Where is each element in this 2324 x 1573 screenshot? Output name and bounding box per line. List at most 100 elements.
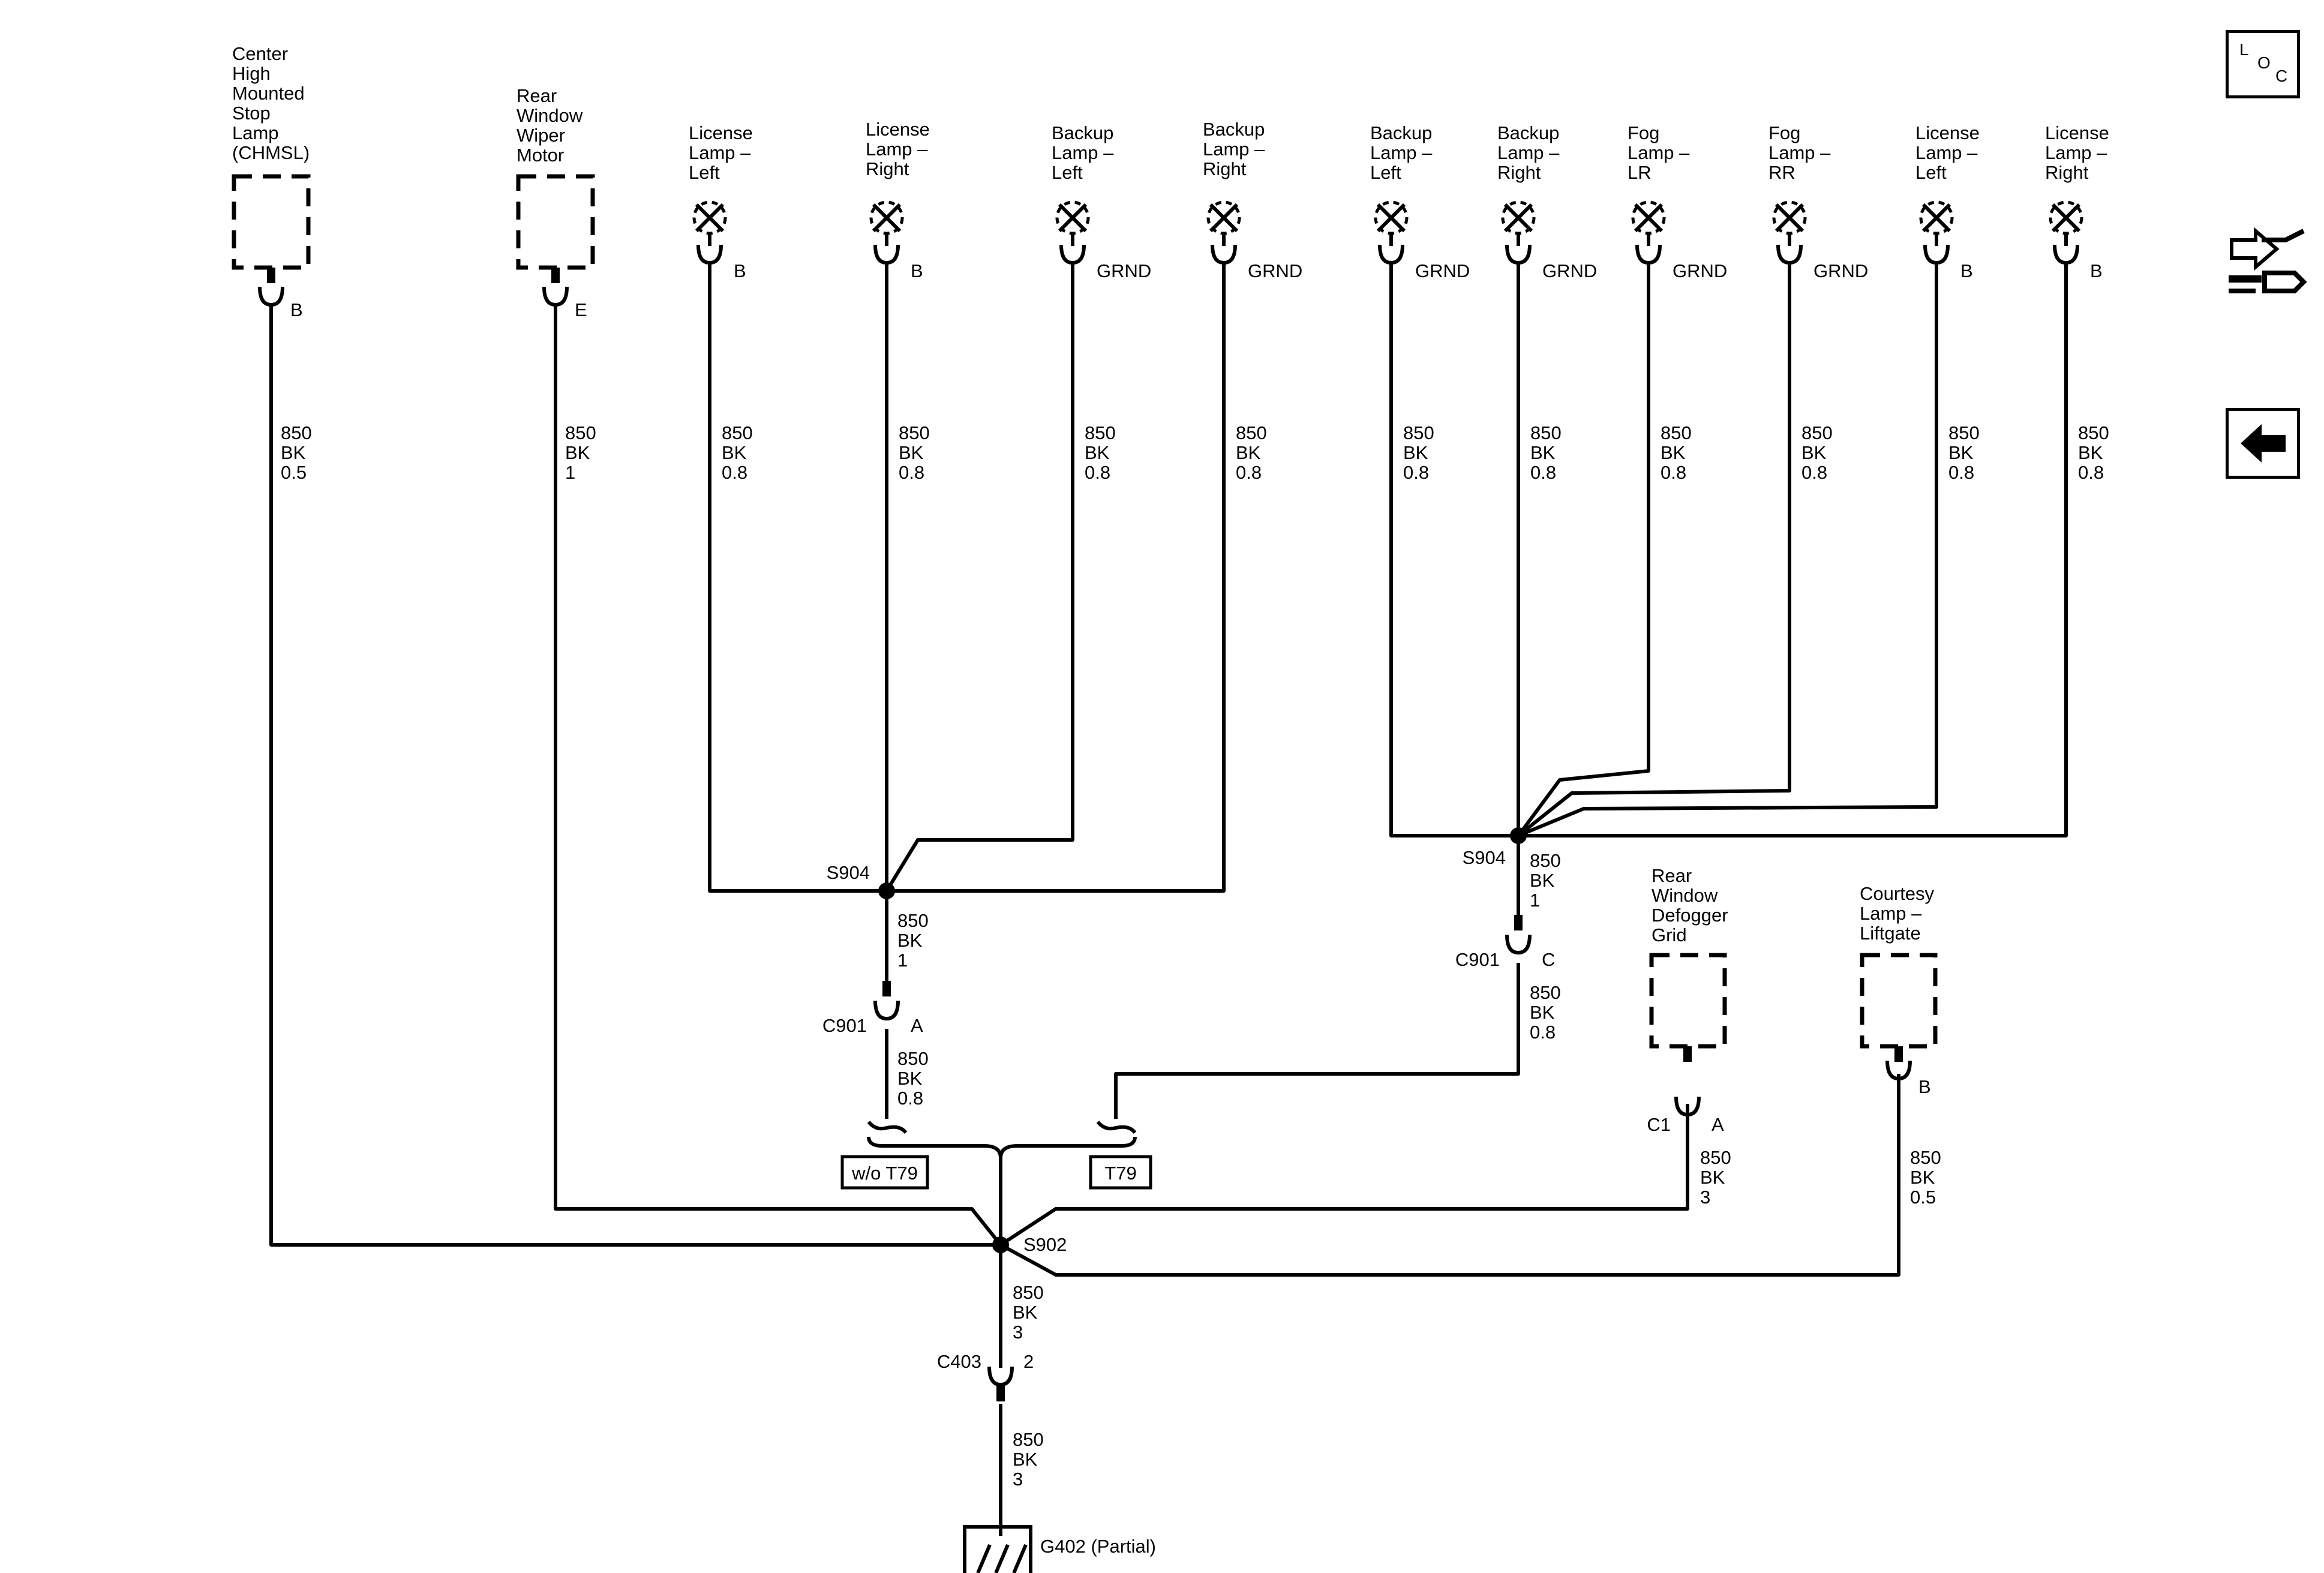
back-arrow-icon [2241,424,2286,463]
backup_left_2-connector [1378,244,1404,265]
back-button[interactable] [2226,408,2300,479]
chmsl-plug [267,268,275,283]
location-button[interactable]: L O C [2226,30,2300,98]
c1-connector [1674,1096,1701,1117]
fog_lr-lamp-icon [1631,200,1666,235]
loc-letter-o: O [2257,53,2271,72]
c901-left-pin: A [911,1015,923,1036]
chmsl-connector [258,286,284,307]
backup_left_1-pin: GRND [1097,260,1151,281]
defogger-plug [1683,1046,1692,1062]
backup_right_1-connector [1211,244,1237,265]
s902-splice [992,1236,1009,1253]
option-without-t79-box [840,1155,929,1190]
c901-right-plug [1514,915,1523,930]
c901-left-plug [882,981,891,996]
backup_right_2-connector [1505,244,1532,265]
option-t79-box [1089,1155,1152,1190]
courtesy-plug [1894,1046,1903,1062]
license_right_1-pin: B [911,260,923,281]
license_right_2-lamp-icon [2049,200,2083,235]
wire-option-tail-right [1096,1121,1137,1134]
fog_rr-pin: GRND [1813,260,1868,281]
license_right_2-connector [2053,244,2079,265]
wire-fog-rr [1517,264,1791,837]
ground-symbol-icon [963,1525,1032,1573]
s904-left-splice [878,882,895,899]
c901-right-pin: C [1542,949,1555,970]
license_left_2-lamp-icon [1919,200,1954,235]
courtesy-pin: B [1918,1076,1931,1097]
c1-label: C1 [1647,1114,1671,1135]
loc-letter-c: C [2275,67,2288,85]
swap-arrows-icon [2229,227,2307,293]
option-without-t79-label: w/o T79 [851,1163,918,1184]
fog_lr-pin: GRND [1673,260,1727,281]
backup_right_2-lamp-icon [1501,200,1536,235]
wire-courtesy [999,1074,1900,1277]
fog_lr-connector [1635,244,1662,265]
parts-layer [232,174,2083,1573]
loc-letter-l: L [2239,40,2249,59]
c901-right-label: C901 [1455,949,1500,970]
fog_rr-lamp-icon [1772,200,1807,235]
s902-label: S902 [1023,1234,1067,1255]
wire-option-tail-left [867,1121,908,1134]
option-t79-label: T79 [1104,1163,1136,1184]
license_right_2-pin: B [2090,260,2103,281]
backup_left_1-lamp-icon [1055,200,1090,235]
wires-layer [269,264,2068,1536]
c901-left-connector [873,1000,900,1021]
fog_rr-connector [1776,244,1803,265]
license_right_1-connector [873,244,900,265]
wire-option-brace [867,1136,1137,1160]
wire-right-bus [1389,264,2068,837]
wire-license-left-2 [1517,264,1938,837]
backup_left_2-pin: GRND [1415,260,1470,281]
s904-right-splice [1510,827,1527,844]
wire-rear-wiper [554,306,1002,1246]
rear_wiper-box [516,174,595,270]
wire-c901-right-down [1114,963,1520,1119]
backup_right_2-pin: GRND [1542,260,1597,281]
chmsl-pin: B [290,299,303,320]
c901-right-connector [1505,934,1532,955]
swap-views-button[interactable] [2220,216,2310,306]
wire-backup-left-1 [885,264,1074,892]
s904-left-label: S904 [827,862,870,883]
wire-defogger [999,1104,1689,1247]
license_left_2-connector [1923,244,1950,265]
c901-left-label: C901 [822,1015,867,1036]
c403-label: C403 [937,1351,981,1372]
